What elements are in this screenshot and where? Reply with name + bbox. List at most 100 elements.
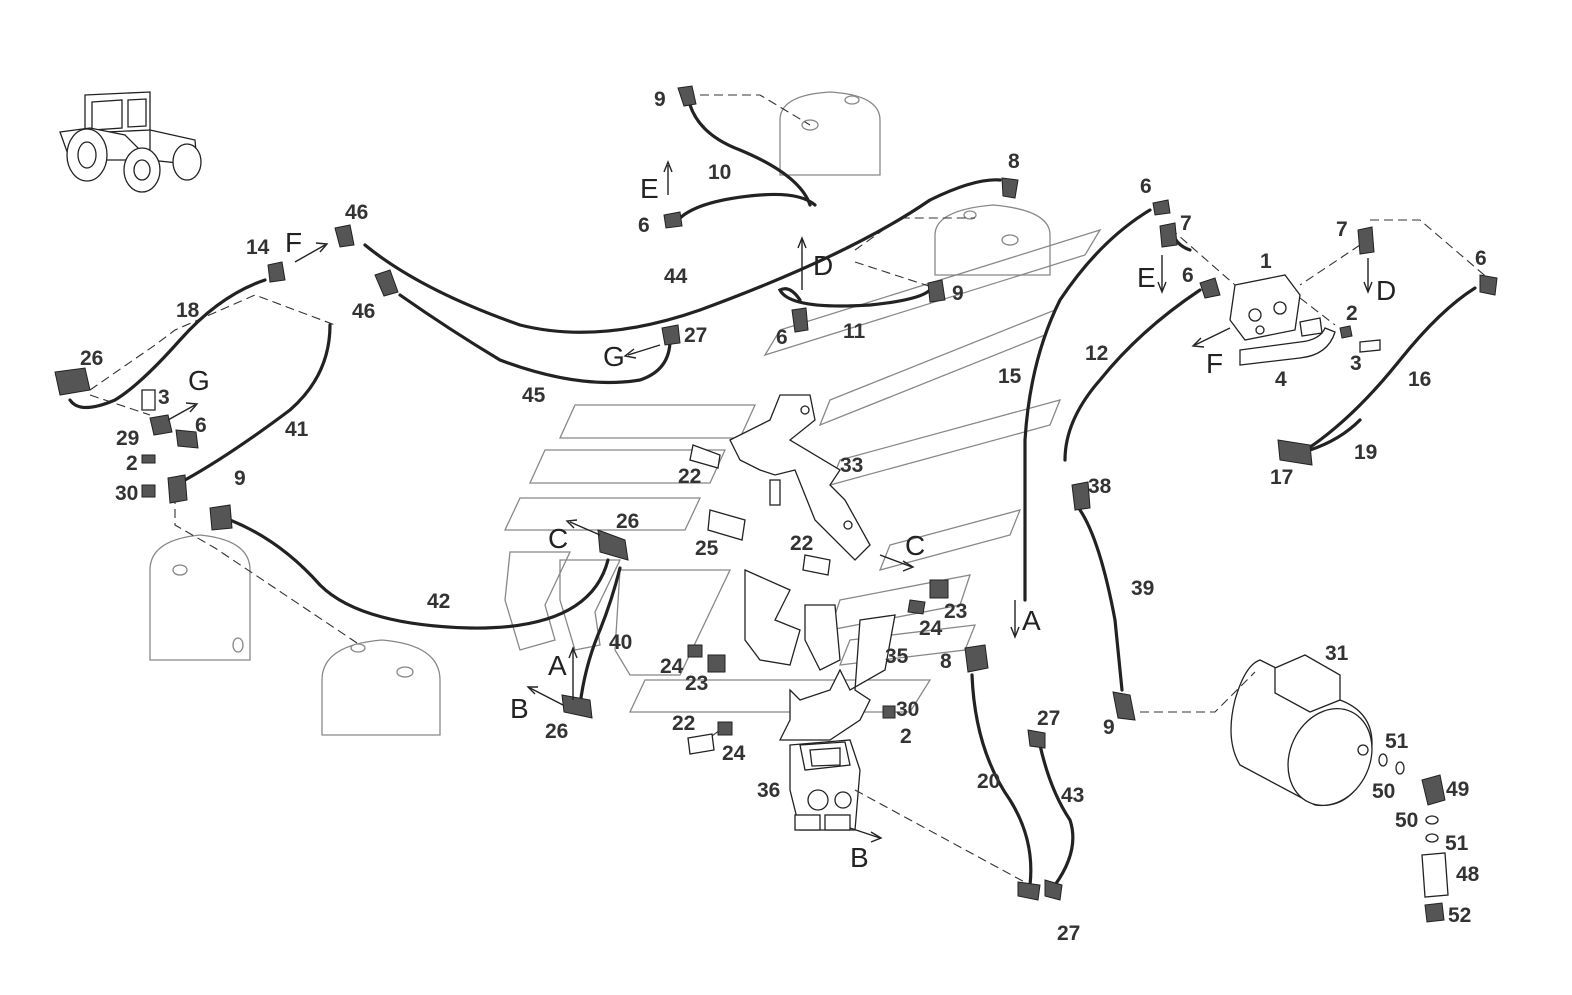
label-6: 6: [1182, 264, 1194, 287]
label-36: 36: [757, 779, 780, 802]
label-48: 48: [1456, 863, 1480, 886]
letter-D: D: [813, 250, 833, 281]
label-43: 43: [1061, 784, 1084, 807]
letter-F: F: [1206, 348, 1223, 379]
label-27: 27: [684, 324, 707, 347]
part-labels: 9 10 6 8 6 7 1 7 6 46 14 44 9 6 18 46 27…: [80, 88, 1487, 945]
label-38: 38: [1088, 475, 1112, 498]
label-24: 24: [660, 655, 684, 678]
letter-C: C: [548, 523, 568, 554]
label-6: 6: [1140, 175, 1152, 198]
label-50: 50: [1395, 809, 1418, 832]
air-tank-left: [149, 534, 251, 661]
label-22: 22: [678, 465, 701, 488]
manifold-block-1: [1229, 274, 1301, 341]
label-9: 9: [952, 282, 964, 305]
label-18: 18: [176, 299, 200, 322]
label-50: 50: [1372, 780, 1395, 803]
bracket-35: [744, 568, 896, 741]
label-30: 30: [115, 482, 138, 505]
label-40: 40: [609, 631, 632, 654]
label-7: 7: [1336, 218, 1348, 241]
fittings: [54, 85, 1498, 923]
label-25: 25: [695, 537, 719, 560]
letter-E: E: [640, 173, 659, 204]
letter-C: C: [905, 530, 925, 561]
label-12: 12: [1085, 342, 1108, 365]
bracket-33: [729, 394, 871, 561]
label-45: 45: [522, 384, 546, 407]
tractor-icon: [59, 91, 202, 193]
label-2: 2: [900, 725, 912, 748]
label-3: 3: [1350, 352, 1362, 375]
label-31: 31: [1325, 642, 1349, 665]
label-15: 15: [998, 365, 1022, 388]
label-9: 9: [654, 88, 666, 111]
dashed-leaders: [89, 94, 1491, 886]
label-49: 49: [1446, 778, 1469, 801]
connection-letters: E D F E D F G G C C A A B B: [188, 173, 1396, 873]
brake-valve-36: [789, 739, 861, 831]
label-16: 16: [1408, 368, 1431, 391]
label-6: 6: [1475, 247, 1487, 270]
label-6: 6: [195, 414, 207, 437]
letter-E: E: [1137, 262, 1156, 293]
letter-D: D: [1376, 275, 1396, 306]
letter-B: B: [850, 842, 869, 873]
label-1: 1: [1260, 250, 1272, 273]
auxiliary-tank-31: [1230, 654, 1373, 807]
label-33: 33: [840, 454, 863, 477]
label-24: 24: [919, 617, 943, 640]
label-3: 3: [158, 386, 170, 409]
label-24: 24: [722, 742, 746, 765]
label-23: 23: [685, 672, 708, 695]
label-27: 27: [1037, 707, 1060, 730]
label-9: 9: [1103, 716, 1115, 739]
letter-G: G: [603, 341, 625, 372]
label-8: 8: [1008, 150, 1020, 173]
label-2: 2: [1346, 302, 1358, 325]
label-42: 42: [427, 590, 450, 613]
air-tank-bottom: [321, 639, 441, 736]
direction-arrows: [167, 160, 1373, 843]
label-26: 26: [616, 510, 639, 533]
label-2: 2: [126, 452, 138, 475]
air-tank-middle: [934, 204, 1051, 276]
label-26: 26: [545, 720, 568, 743]
label-22: 22: [790, 532, 813, 555]
letter-A: A: [1022, 605, 1041, 636]
label-6: 6: [776, 326, 788, 349]
air-tank-top: [779, 91, 881, 176]
letter-B: B: [510, 693, 529, 724]
label-11: 11: [843, 320, 866, 343]
label-39: 39: [1131, 577, 1154, 600]
label-46: 46: [352, 300, 375, 323]
label-23: 23: [944, 600, 967, 623]
label-44: 44: [664, 265, 688, 288]
label-29: 29: [116, 427, 139, 450]
label-51: 51: [1385, 730, 1409, 753]
label-26: 26: [80, 347, 103, 370]
label-14: 14: [246, 236, 270, 259]
mounting-plates: [503, 228, 1102, 713]
label-7: 7: [1180, 212, 1192, 235]
letter-F: F: [285, 227, 302, 258]
label-27: 27: [1057, 922, 1080, 945]
label-9: 9: [234, 467, 246, 490]
label-46: 46: [345, 201, 368, 224]
label-41: 41: [285, 418, 309, 441]
label-10: 10: [708, 161, 731, 184]
hose-4: [1239, 327, 1336, 366]
label-30: 30: [896, 698, 919, 721]
letter-A: A: [548, 650, 567, 681]
label-17: 17: [1270, 466, 1293, 489]
label-22: 22: [672, 712, 695, 735]
label-20: 20: [977, 770, 1000, 793]
label-19: 19: [1354, 441, 1377, 464]
label-35: 35: [885, 645, 909, 668]
label-52: 52: [1448, 904, 1471, 927]
letter-G: G: [188, 365, 210, 396]
label-6: 6: [638, 214, 650, 237]
